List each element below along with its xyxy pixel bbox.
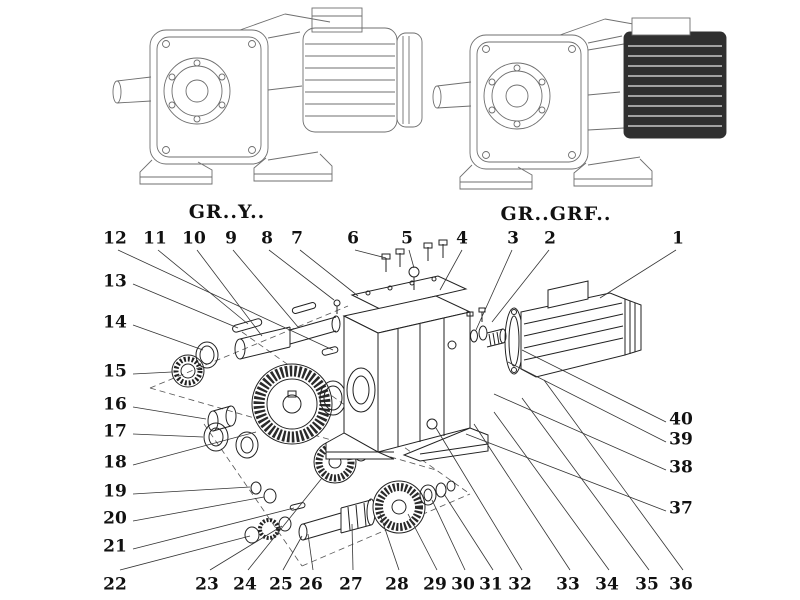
callout-34: 34 <box>595 574 619 595</box>
gearmotor-overview-grgrf-drawing <box>432 17 727 190</box>
output-shaft-sketch <box>432 81 472 109</box>
seal-ring-parts <box>171 341 219 388</box>
callout-39: 39 <box>669 429 693 450</box>
callout-33: 33 <box>556 574 580 595</box>
callout-24: 24 <box>233 574 257 595</box>
pinion-shaft-parts <box>244 498 376 544</box>
callout-9: 9 <box>225 228 237 249</box>
callout-13: 13 <box>103 271 127 292</box>
grf-motor-block-sketch <box>623 17 727 139</box>
callout-31: 31 <box>479 574 503 595</box>
bearing-parts <box>203 405 306 511</box>
callout-30: 30 <box>451 574 475 595</box>
callout-40: 40 <box>669 409 693 430</box>
callout-7: 7 <box>291 228 303 249</box>
gearmotor-overview-gry-drawing <box>112 7 423 185</box>
callout-32: 32 <box>508 574 532 595</box>
mounting-feet-sketch <box>459 158 653 190</box>
cover-bolt-parts <box>333 239 448 314</box>
callout-38: 38 <box>669 457 693 478</box>
gearbox-face-sketch <box>149 29 269 165</box>
exploded-view-drawing <box>117 239 684 571</box>
callout-2: 2 <box>544 228 556 249</box>
callout-4: 4 <box>456 228 468 249</box>
callout-15: 15 <box>103 361 127 382</box>
callout-17: 17 <box>103 421 127 442</box>
output-shaft-parts <box>232 302 341 360</box>
callout-3: 3 <box>507 228 519 249</box>
callout-28: 28 <box>385 574 409 595</box>
callout-5: 5 <box>401 228 413 249</box>
callout-36: 36 <box>669 574 693 595</box>
callout-27: 27 <box>339 574 363 595</box>
callout-22: 22 <box>103 574 127 595</box>
callout-16: 16 <box>103 394 127 415</box>
callout-26: 26 <box>299 574 323 595</box>
callout-11: 11 <box>143 228 167 249</box>
callout-19: 19 <box>103 481 127 502</box>
large-gear-part <box>251 363 347 445</box>
callout-12: 12 <box>103 228 127 249</box>
variant-label-gry: GR..Y.. <box>188 201 266 223</box>
callout-23: 23 <box>195 574 219 595</box>
mounting-feet-sketch <box>139 153 333 185</box>
callout-10: 10 <box>182 228 206 249</box>
callout-21: 21 <box>103 536 127 557</box>
motor-part <box>504 280 642 378</box>
callout-1: 1 <box>672 228 684 249</box>
bottom-gear-part <box>372 480 456 534</box>
variant-label-grgrf: GR..GRF.. <box>500 203 612 225</box>
input-shaft-parts <box>466 307 507 348</box>
gearbox-body-sketch <box>239 13 331 161</box>
callout-8: 8 <box>261 228 273 249</box>
callout-20: 20 <box>103 508 127 529</box>
callout-18: 18 <box>103 452 127 473</box>
callout-29: 29 <box>423 574 447 595</box>
housing-part <box>325 275 489 462</box>
callout-35: 35 <box>635 574 659 595</box>
callout-37: 37 <box>669 498 693 519</box>
callout-25: 25 <box>269 574 293 595</box>
motor-sketch <box>302 7 423 133</box>
leader-lines <box>117 249 684 571</box>
callout-6: 6 <box>347 228 359 249</box>
callout-14: 14 <box>103 312 127 333</box>
gearbox-face-sketch <box>469 34 589 170</box>
output-shaft-sketch <box>112 76 152 104</box>
